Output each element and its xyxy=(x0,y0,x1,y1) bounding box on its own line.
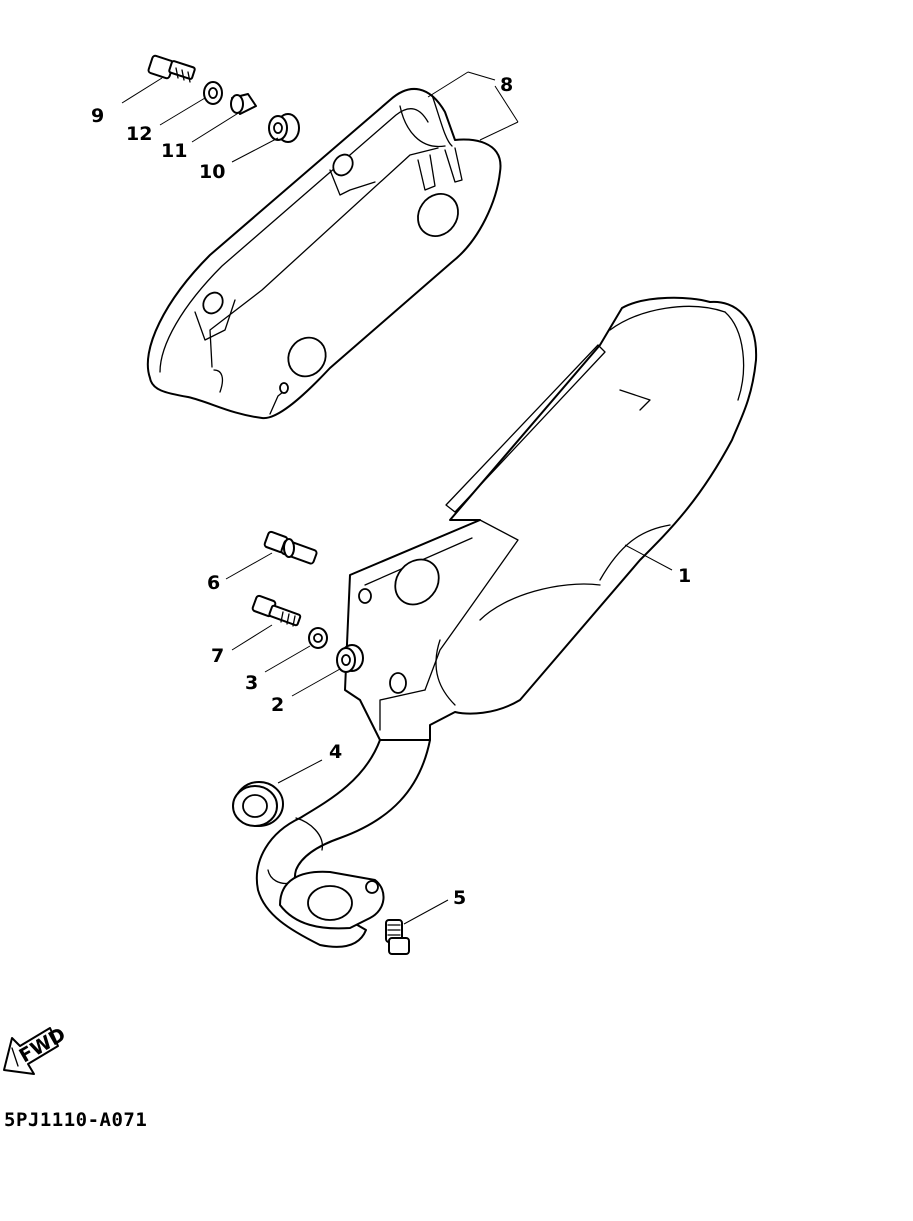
callout-7: 7 xyxy=(211,645,224,667)
callout-10: 10 xyxy=(199,161,225,183)
bolt-7 xyxy=(251,594,302,627)
callout-12: 12 xyxy=(126,123,152,145)
grommet-10 xyxy=(268,113,300,143)
callout-9: 9 xyxy=(91,105,104,127)
bolt-9 xyxy=(147,54,196,83)
washer-3 xyxy=(308,627,328,649)
callout-2: 2 xyxy=(271,694,284,716)
muffler-assembly xyxy=(255,296,758,948)
collar-11 xyxy=(230,93,257,115)
callout-11: 11 xyxy=(161,140,187,162)
diagram-code: 5PJ1110-A071 xyxy=(4,1109,148,1131)
callout-4: 4 xyxy=(329,741,342,763)
callout-8: 8 xyxy=(500,74,513,96)
callout-5: 5 xyxy=(453,887,466,909)
washer-12 xyxy=(203,81,223,105)
callout-1: 1 xyxy=(678,565,691,587)
fwd-arrow-icon: FWD xyxy=(3,1023,70,1075)
muffler-protector xyxy=(146,88,502,420)
leader-lines xyxy=(121,71,673,925)
fwd-label: FWD xyxy=(16,1023,70,1067)
collar-2 xyxy=(336,644,364,673)
callout-3: 3 xyxy=(245,672,258,694)
bolt-5 xyxy=(385,919,410,955)
gasket-4 xyxy=(232,781,284,827)
callout-6: 6 xyxy=(207,572,220,594)
callout-labels: 1 2 3 4 5 6 7 8 9 10 11 12 xyxy=(91,74,691,909)
bolt-6 xyxy=(263,530,318,565)
